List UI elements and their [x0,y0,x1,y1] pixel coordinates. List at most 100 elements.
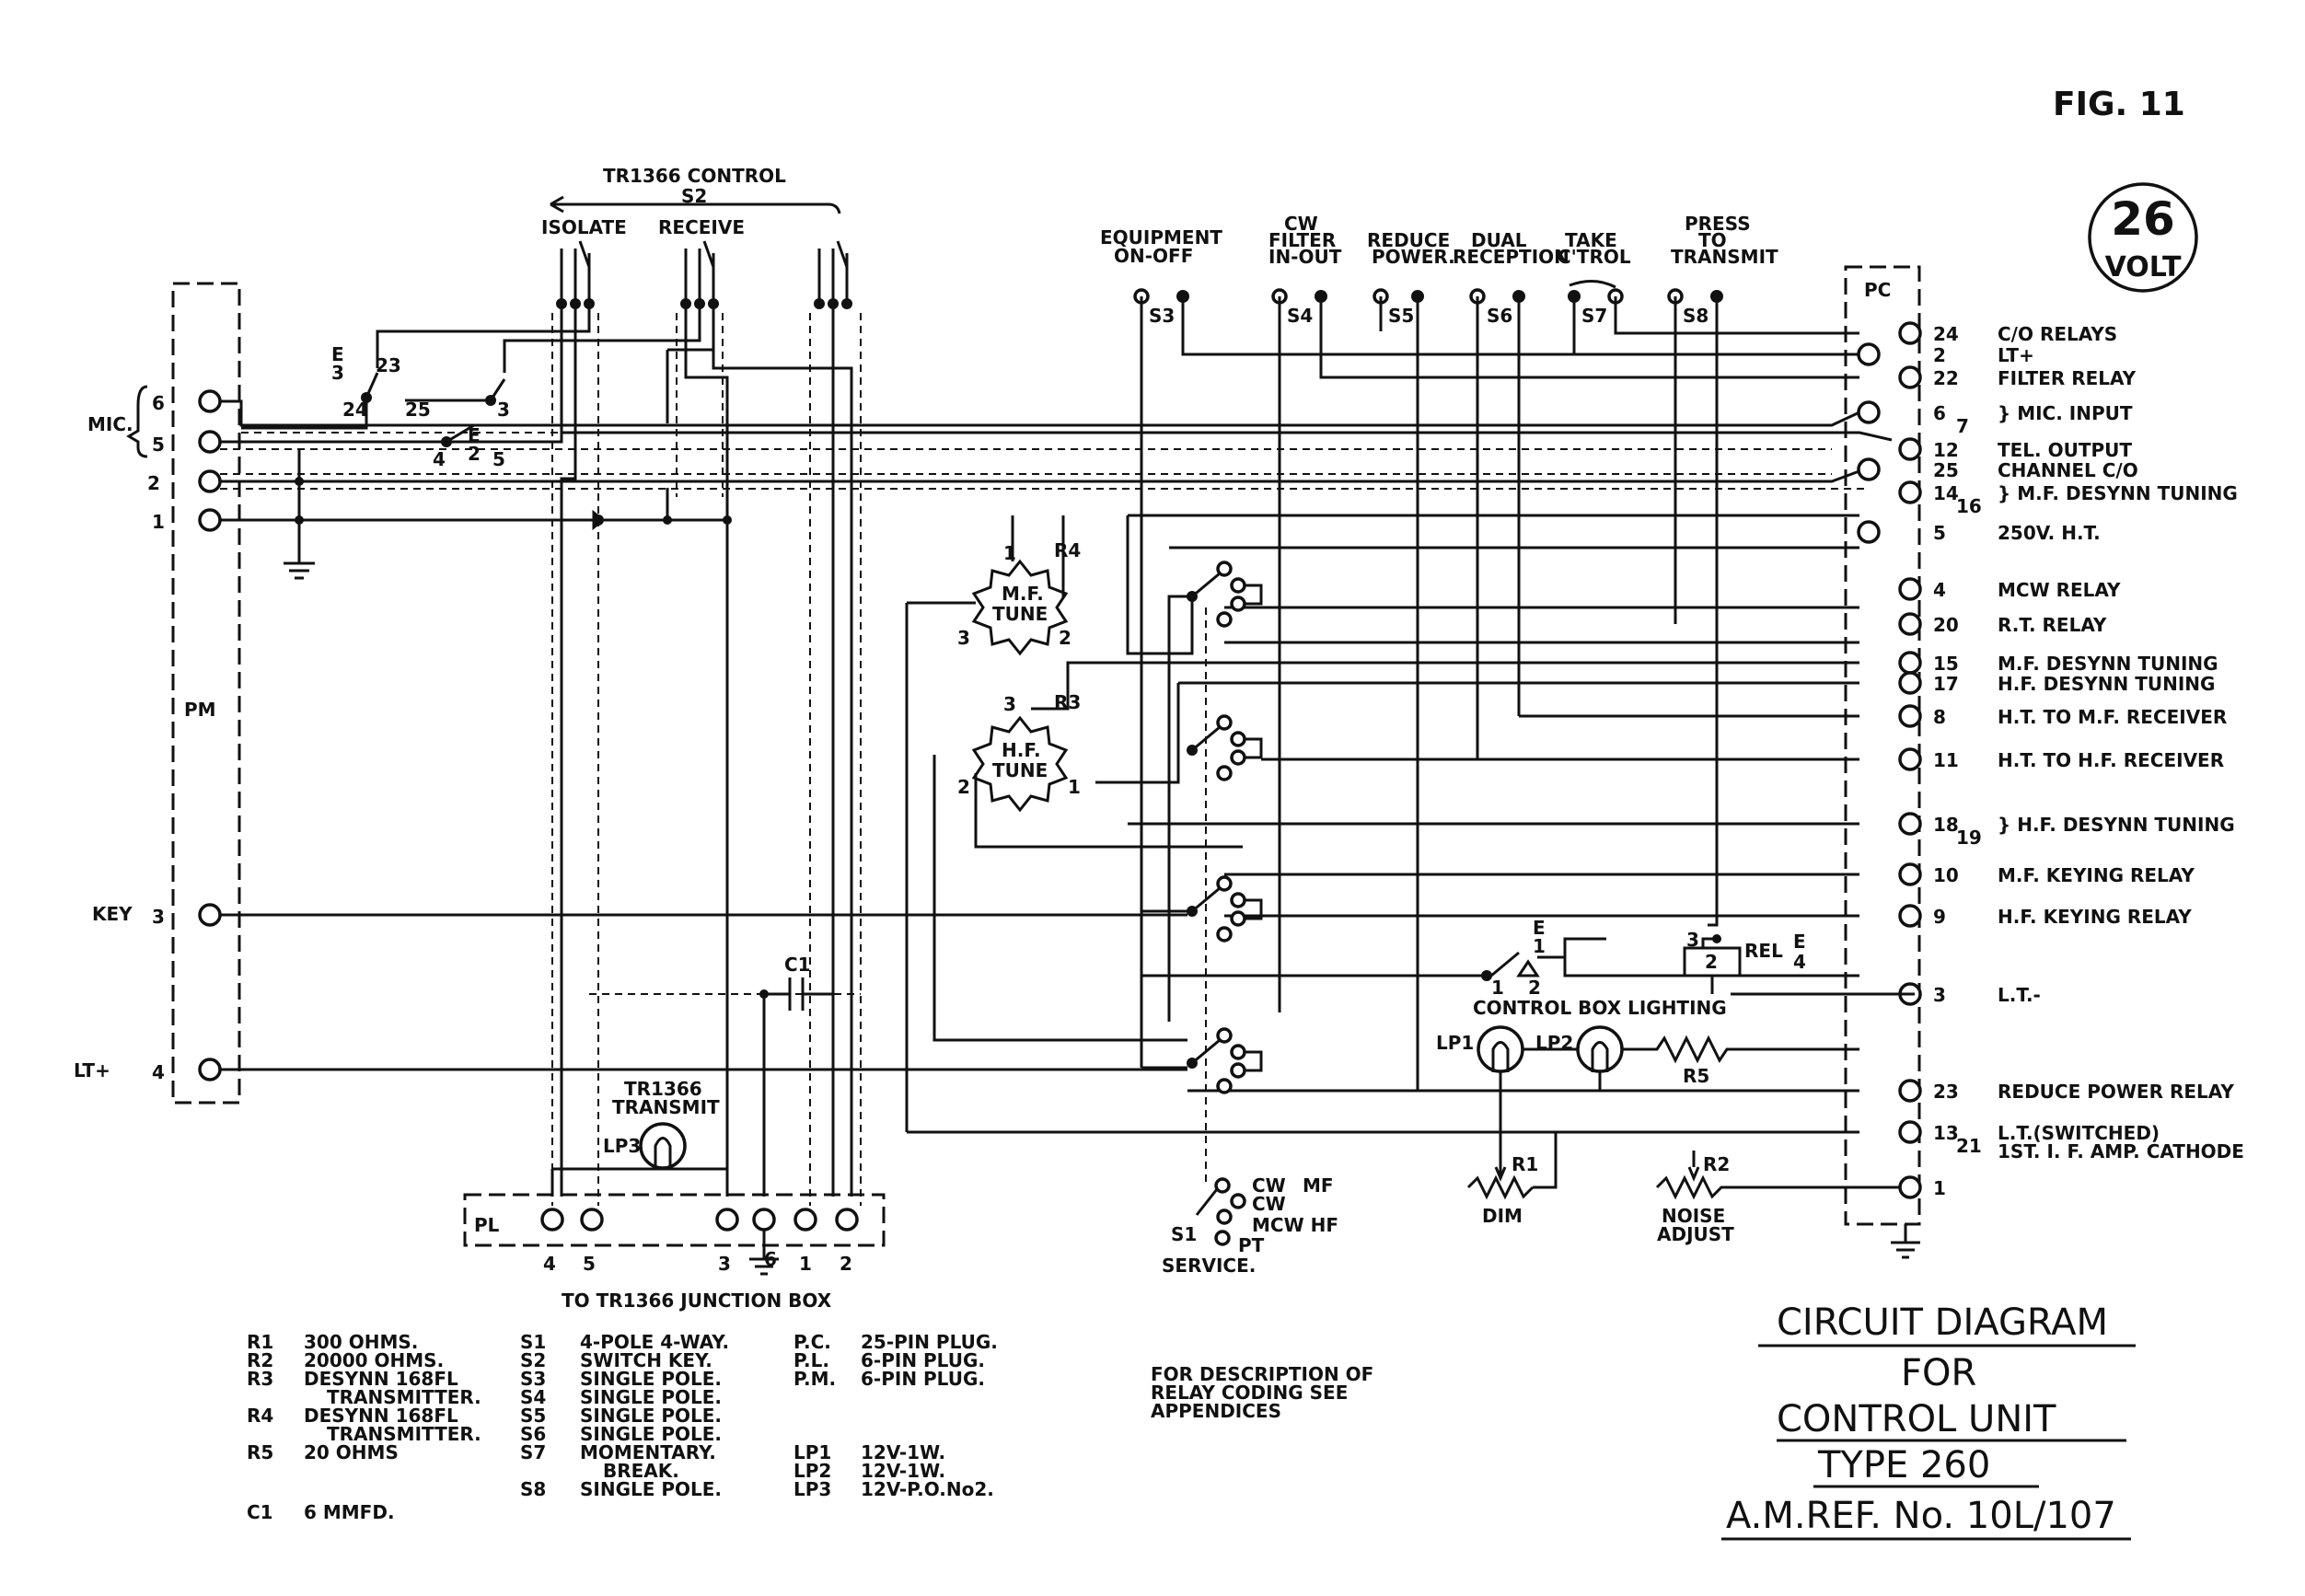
tr-transmit-l2: TRANSMIT [612,1096,720,1118]
pc-pin-text: } H.F. DESYNN TUNING [1998,814,2235,836]
pc-pin-num: 10 [1933,864,1959,886]
pc-pin-num: 13 [1933,1122,1959,1144]
s4-id: S4 [1287,305,1313,327]
r4-id: R4 [1054,539,1081,561]
s1-pos-cw: CW [1252,1174,1286,1197]
legend-value: SINGLE POLE. [580,1423,722,1445]
legend-value: MOMENTARY. [580,1441,716,1463]
rel-coil: 2 [1705,951,1718,973]
legend-value: 25-PIN PLUG. [861,1331,998,1353]
s1-pos-mcw: MCW HF [1252,1214,1338,1236]
pc-pin-text: } MIC. INPUT [1998,402,2133,424]
pc-pin-num: 1 [1933,1177,1946,1199]
pc-pin-text: REDUCE POWER RELAY [1998,1081,2234,1103]
s1-pos-mf: MF [1303,1174,1334,1197]
desynn-r4: M.F. TUNE R4 1 2 3 [957,539,1081,656]
legend-value: 12V-P.O.No2. [861,1478,994,1500]
service-switch: CW MF CW MCW HF PT S1 SERVICE. [1162,607,1338,1277]
legend-value: 4-POLE 4-WAY. [580,1331,729,1353]
voltage-unit: VOLT [2105,251,2182,283]
legend-key: S5 [520,1405,546,1427]
r3-p2: 2 [957,776,970,798]
pc-pin-text: TEL. OUTPUT [1998,439,2132,461]
svg-text:RECEPTION: RECEPTION [1453,246,1569,268]
desynn-r3: H.F. TUNE R3 1 2 3 [957,691,1081,813]
pc-pin-text: L.T.(SWITCHED) [1998,1122,2160,1144]
control-box-lighting: CONTROL BOX LIGHTING LP1 LP2 R5 [1436,997,1859,1151]
r4-p1: 1 [1003,542,1016,564]
pm-pin-4: 4 [152,1061,165,1083]
s6-id: S6 [1487,305,1512,327]
e1-code-bot: 1 [1533,935,1546,957]
pc-pin-text: H.F. DESYNN TUNING [1998,673,2215,695]
pc-pin-text: MCW RELAY [1998,579,2121,601]
pm-pin-3: 3 [152,906,165,928]
r4-l1: M.F. [1002,583,1044,605]
r1-label: R1 [1512,1153,1538,1175]
key-label: KEY [92,903,133,925]
title-line-5: A.M.REF. No. 10L/107 [1726,1495,2116,1537]
central-wiring [905,396,1915,1134]
pc-plug: PC [1844,265,1921,1259]
pc-pin-text: M.F. KEYING RELAY [1998,864,2195,886]
legend-value: 300 OHMS. [304,1331,418,1353]
s1-id: S1 [1171,1223,1197,1245]
svg-text:IN-OUT: IN-OUT [1268,246,1342,268]
pc-pin-text: FILTER RELAY [1998,367,2137,389]
legend-value: 20000 OHMS. [304,1349,444,1371]
s2a-code-top: E [331,343,344,365]
s2b-code-bot: 2 [468,443,481,465]
svg-text:PRESS: PRESS [1685,213,1751,235]
legend-value: SINGLE POLE. [580,1405,722,1427]
legend-key: S2 [520,1349,546,1371]
svg-text:REDUCE: REDUCE [1367,229,1450,251]
rel-code-top: E [1793,931,1806,953]
legend-key: S1 [520,1331,546,1353]
pl-pin-3: 3 [718,1253,731,1275]
legend-value: DESYNN 168FL [304,1368,458,1390]
r2-label: R2 [1703,1153,1730,1175]
lp3-label: LP3 [603,1135,641,1157]
legend-value: TRANSMITTER. [327,1386,481,1408]
legend-value: 6-PIN PLUG. [861,1349,985,1371]
pc-pin-text: LT+ [1998,344,2034,366]
legend-value: DESYNN 168FL [304,1405,458,1427]
legend-value: 12V-1W. [861,1441,945,1463]
s4-label: CW FILTER IN-OUT [1268,213,1342,268]
top-switch-labels: EQUIPMENT ON-OFF CW FILTER IN-OUT REDUCE… [1100,213,1778,268]
r4-p3: 3 [957,627,970,649]
pc-pin-text: C/O RELAYS [1998,323,2117,345]
legend-value: 20 OHMS [304,1441,399,1463]
pc-pin-text: H.F. KEYING RELAY [1998,906,2192,928]
legend-key: S3 [520,1368,546,1390]
tr1366-transmit-lamp: TR1366 TRANSMIT LP3 [550,1078,727,1197]
pc-pin-num: 14 [1933,482,1959,504]
legend-key: C1 [247,1501,273,1523]
relay-e4: 2 3 REL E 4 [1683,929,1806,994]
pl-pin-2: 2 [840,1253,852,1275]
legend-key: R1 [247,1331,273,1353]
svg-text:TO: TO [1698,229,1727,251]
pc-pin-num: 17 [1933,673,1959,695]
svg-text:ON-OFF: ON-OFF [1114,245,1193,267]
pc-pin-num: 3 [1933,984,1946,1006]
pc-pin-num: 23 [1933,1081,1959,1103]
pl-pin-1: 1 [799,1253,812,1275]
s7-id: S7 [1581,305,1607,327]
legend-key: LP3 [793,1478,831,1500]
pc-pin-num: 18 [1933,814,1959,836]
pc-pin-text: H.T. TO H.F. RECEIVER [1998,749,2224,771]
legend-key: P.C. [793,1331,831,1353]
pc-pin-num: 24 [1933,323,1959,345]
legend-key: S4 [520,1386,546,1408]
legend-value: TRANSMITTER. [327,1423,481,1445]
legend-key: R2 [247,1349,273,1371]
legend-value: SWITCH KEY. [580,1349,712,1371]
pm-pin-1: 1 [152,511,165,533]
pl-caption: TO TR1366 JUNCTION BOX [562,1290,832,1312]
pm-pin-2: 2 [147,472,160,494]
legend-value: BREAK. [603,1460,679,1482]
title-line-4: TYPE 260 [1817,1444,1990,1486]
